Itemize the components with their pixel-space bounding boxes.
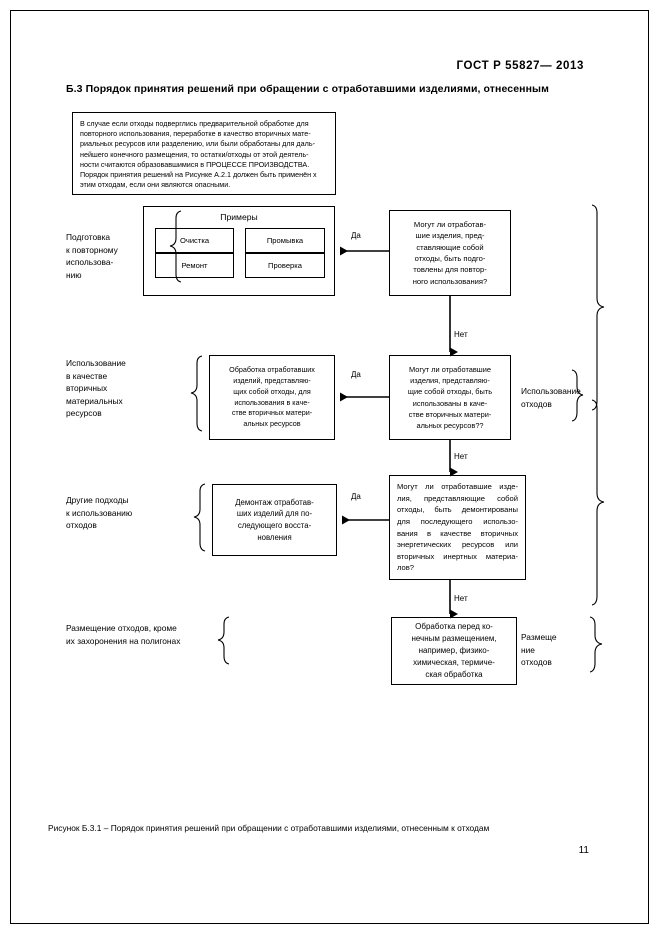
side-label-line: к использованию	[66, 507, 133, 518]
side-label-line: в качестве	[66, 370, 108, 381]
figure-caption: Рисунок Б.3.1 – Порядок принятия решений…	[48, 823, 490, 833]
side-label-line: Другие подходы	[66, 495, 129, 505]
decision-line: ного использования?	[412, 276, 488, 286]
note-line: этим отходам, если они являются опасными…	[80, 180, 231, 190]
action-line: использования в каче-	[234, 397, 310, 407]
side-label-secondary-materials: Использование в качестве вторичных матер…	[66, 357, 126, 420]
action-line: альных ресурсов	[243, 419, 301, 429]
decision-line: отходы, быть демонтированы	[397, 505, 518, 515]
decision-line: вания в качестве вторичных	[397, 528, 518, 538]
decision-line: лия, представляющие собой	[397, 493, 518, 503]
action-box-secondary-processing: Обработка отработавших изделий, представ…	[209, 355, 335, 440]
side-label-line: ние	[521, 644, 535, 655]
arrow-label-yes-2: Да	[351, 370, 361, 379]
arrow-label-no-1: Нет	[454, 330, 468, 339]
example-cell-repair: Ремонт	[155, 253, 234, 278]
decision-line: энергетических ресурсов или	[397, 540, 518, 550]
side-label-line: вторичных	[66, 383, 108, 394]
side-label-line: отходов	[521, 398, 552, 409]
side-label-line: отходов	[66, 520, 97, 531]
side-label-line: использова-	[66, 257, 114, 268]
side-label-waste-placement: Размеще ние отходов	[521, 631, 557, 669]
action-line: химическая, термиче-	[413, 658, 495, 667]
side-label-other-approaches: Другие подходы к использованию отходов	[66, 494, 132, 532]
side-label-landfill: Размещение отходов, кроме их захоронения…	[66, 622, 180, 647]
side-label-line: Размещение отходов, кроме	[66, 623, 177, 633]
arrow-label-yes-1: Да	[351, 231, 361, 240]
decision-line: Могут ли отработавшие	[409, 364, 491, 374]
side-label-waste-use: Использование отходов	[521, 385, 581, 410]
side-label-line: Подготовка	[66, 232, 111, 242]
example-cell-cleaning: Очистка	[155, 228, 234, 253]
action-line: Обработка отработавших	[229, 365, 315, 375]
side-label-line: их захоронения на полигонах	[66, 635, 181, 646]
decision-line: использованы в каче-	[412, 398, 488, 408]
action-line: Обработка перед ко-	[415, 622, 493, 631]
decision-line: стве вторичных матери-	[408, 409, 492, 419]
page-number: 11	[578, 845, 589, 856]
decision-line: шие изделия, пред-	[415, 231, 485, 241]
side-label-line: Размеще	[521, 632, 557, 642]
action-box-final-treatment: Обработка перед ко- нечным размещением, …	[391, 617, 517, 685]
note-line: Порядок принятия решений на Рисунке А.2.…	[80, 170, 317, 180]
example-cell-inspection: Проверка	[245, 253, 325, 278]
decision-line: ставляющие собой	[416, 242, 484, 252]
decision-line: отходы, быть подго-	[414, 254, 486, 263]
side-label-line: к повторному	[66, 244, 118, 255]
arrow-label-yes-3: Да	[351, 492, 361, 501]
decision-line: лов?	[397, 563, 414, 573]
side-label-line: Использование	[66, 358, 126, 368]
note-line: ности считаются образовавшимися в ПРОЦЕС…	[80, 159, 310, 169]
side-label-line: ресурсов	[66, 408, 102, 419]
note-line: риальных ресурсов или разделению, или бы…	[80, 139, 315, 149]
arrow-label-no-2: Нет	[454, 452, 468, 461]
decision-line: щие собой отходы, быть	[407, 387, 493, 397]
decision-line: изделия, представляю-	[410, 376, 490, 386]
examples-title: Примеры	[220, 212, 258, 222]
action-line: стве вторичных матери-	[231, 408, 313, 418]
decision-line: Могут ли отработавшие изде-	[397, 482, 518, 492]
action-line: нечным размещением,	[411, 634, 497, 643]
note-line: В случае если отходы подверглись предвар…	[80, 119, 309, 128]
decision-box-dismantling: Могут ли отработавшие изде- лия, предста…	[389, 475, 526, 580]
page-frame	[10, 10, 649, 924]
arrow-label-no-3: Нет	[454, 594, 468, 603]
note-line: повторного использования, переработке в …	[80, 129, 311, 139]
action-line: ших изделий для по-	[236, 509, 313, 519]
decision-line: для последующего использо-	[397, 516, 518, 526]
action-line: ская обработка	[425, 670, 483, 679]
note-box: В случае если отходы подверглись предвар…	[72, 112, 336, 195]
action-line: Демонтаж отработав-	[235, 497, 314, 507]
side-label-line: нию	[66, 269, 82, 280]
page-title: Б.3 Порядок принятия решений при обращен…	[66, 83, 549, 95]
decision-line: Могут ли отработав-	[413, 219, 487, 229]
decision-box-reuse: Могут ли отработав- шие изделия, пред- с…	[389, 210, 511, 296]
decision-line: альных ресурсов??	[416, 420, 484, 430]
action-line: например, физико-	[418, 646, 490, 655]
decision-box-secondary-materials: Могут ли отработавшие изделия, представл…	[389, 355, 511, 440]
side-label-line: материальных	[66, 395, 123, 406]
side-label-line: Использование	[521, 386, 581, 396]
side-label-line: отходов	[521, 657, 552, 668]
action-line: щих собой отходы, для	[233, 386, 311, 396]
decision-line: вторичных инертных материа-	[397, 551, 518, 561]
example-cell-washing: Промывка	[245, 228, 325, 253]
side-label-preparation: Подготовка к повторному использова- нию	[66, 231, 118, 281]
action-line: изделий, представляю-	[233, 375, 311, 385]
standard-header: ГОСТ Р 55827— 2013	[456, 60, 584, 72]
note-line: нейшего конечного размещения, то остатки…	[80, 149, 309, 159]
action-box-dismantling: Демонтаж отработав- ших изделий для по- …	[212, 484, 337, 556]
action-line: новления	[257, 532, 292, 542]
decision-line: товлены для повтор-	[413, 265, 487, 275]
action-line: следующего восста-	[237, 521, 312, 530]
